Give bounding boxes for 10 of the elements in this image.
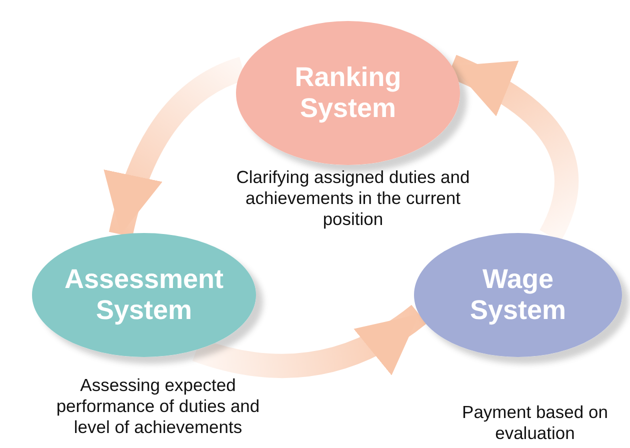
description-text: Clarifying assigned duties and achievements in the current position <box>235 167 471 230</box>
node-title: Assessment System <box>63 264 225 326</box>
description-text: Payment based on evaluation <box>461 402 609 444</box>
ellipse-node <box>32 233 256 357</box>
description-text: Assessing expected performance of duties and level of achievements <box>55 375 261 438</box>
ellipse-node <box>236 21 460 165</box>
node-title: Ranking System <box>294 62 402 124</box>
ellipse-node <box>414 233 622 357</box>
curved-arrow <box>192 304 426 378</box>
node-title: Wage System <box>468 264 568 326</box>
